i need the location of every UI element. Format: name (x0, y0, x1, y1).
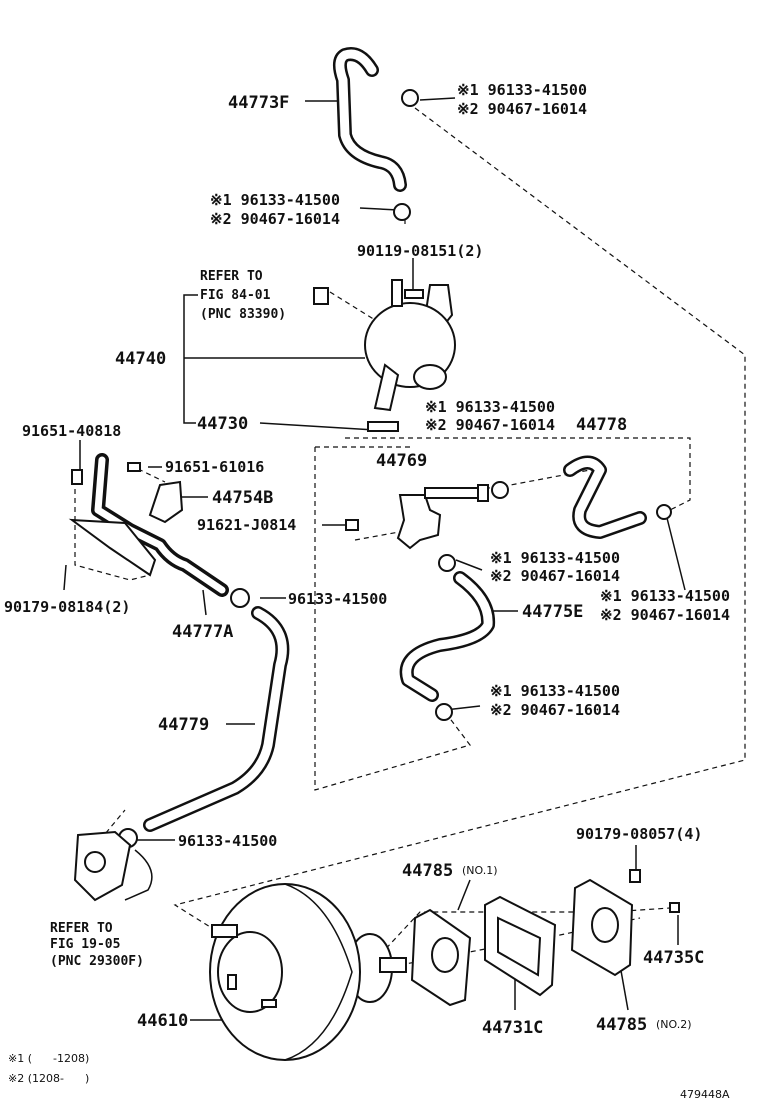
label-nut-90179-08057: 90179-08057(4) (576, 825, 702, 843)
footnote-2: ※2 (1208- ) (8, 1072, 89, 1085)
valve-44769 (345, 484, 489, 550)
label-44610: 44610 (137, 1011, 188, 1031)
label-44775E: 44775E (522, 602, 583, 622)
label-clamp4-1: ※1 96133-41500 (490, 549, 620, 567)
label-44777A: 44777A (172, 622, 233, 642)
label-clamp5-2: ※2 90467-16014 (600, 606, 730, 624)
label-clamp5-1: ※1 96133-41500 (600, 587, 730, 605)
label-clamp6-2: ※2 90467-16014 (490, 701, 620, 719)
gasket-44785-no1 (410, 908, 472, 1007)
label-44754B: 44754B (212, 488, 273, 508)
label-clamp2-1: ※1 96133-41500 (210, 191, 340, 209)
bracket-44754B (71, 462, 184, 524)
gasket-44785-no2 (570, 869, 680, 977)
label-44785-no2-note: (NO.2) (656, 1018, 692, 1031)
label-nut-90179-08184: 90179-08184(2) (4, 598, 130, 616)
label-44778: 44778 (576, 415, 627, 435)
label-clamp2-2: ※2 90467-16014 (210, 210, 340, 228)
label-clamp-top-2: ※2 90467-16014 (457, 100, 587, 118)
label-44740: 44740 (115, 349, 166, 369)
vacuum-tank-44740 (313, 279, 456, 432)
label-bolt-91651-40818: 91651-40818 (22, 422, 121, 440)
label-bolt-91621: 91621-J0814 (197, 516, 296, 534)
label-refer2-c: (PNC 29300F) (50, 954, 144, 969)
label-clamp-96133-a: 96133-41500 (288, 590, 387, 608)
hose-44779 (143, 606, 290, 832)
hose-44775E (399, 571, 496, 702)
diagram-id: 479448A (680, 1088, 730, 1101)
label-44785-no1-note: (NO.1) (462, 864, 498, 877)
label-refer1-a: REFER TO (200, 269, 263, 284)
pipe-44777A (68, 453, 229, 597)
label-44731C: 44731C (482, 1018, 543, 1038)
label-44785-no2: 44785 (596, 1015, 647, 1035)
label-refer2-b: FIG 19-05 (50, 937, 120, 952)
label-44730: 44730 (197, 414, 248, 434)
label-clamp4-2: ※2 90467-16014 (490, 567, 620, 585)
label-44769: 44769 (376, 451, 427, 471)
label-clamp6-1: ※1 96133-41500 (490, 682, 620, 700)
label-bolt-91651-61016: 91651-61016 (165, 458, 264, 476)
label-clamp-96133-b: 96133-41500 (178, 832, 277, 850)
hose-44773F (333, 47, 407, 192)
label-clamp-top-1: ※1 96133-41500 (457, 81, 587, 99)
label-44779: 44779 (158, 715, 209, 735)
label-refer1-b: FIG 84-01 (200, 288, 271, 303)
label-44735C: 44735C (643, 948, 704, 968)
label-44773F: 44773F (228, 93, 289, 113)
footnote-1: ※1 ( -1208) (8, 1052, 89, 1065)
label-refer1-c: (PNC 83390) (200, 307, 286, 322)
leader-lines (63, 97, 686, 1021)
brake-booster-44610 (209, 883, 407, 1061)
label-bolt-90119: 90119-08151(2) (357, 242, 483, 260)
spacer-44731C (484, 895, 557, 997)
label-clamp3-1: ※1 96133-41500 (425, 398, 555, 416)
label-refer2-a: REFER TO (50, 921, 113, 936)
label-44785-no1: 44785 (402, 861, 453, 881)
hose-44778 (563, 455, 647, 539)
hose-clamps (118, 89, 672, 848)
label-clamp3-2: ※2 90467-16014 (425, 416, 555, 434)
engine-vacuum-fitting (73, 830, 153, 902)
